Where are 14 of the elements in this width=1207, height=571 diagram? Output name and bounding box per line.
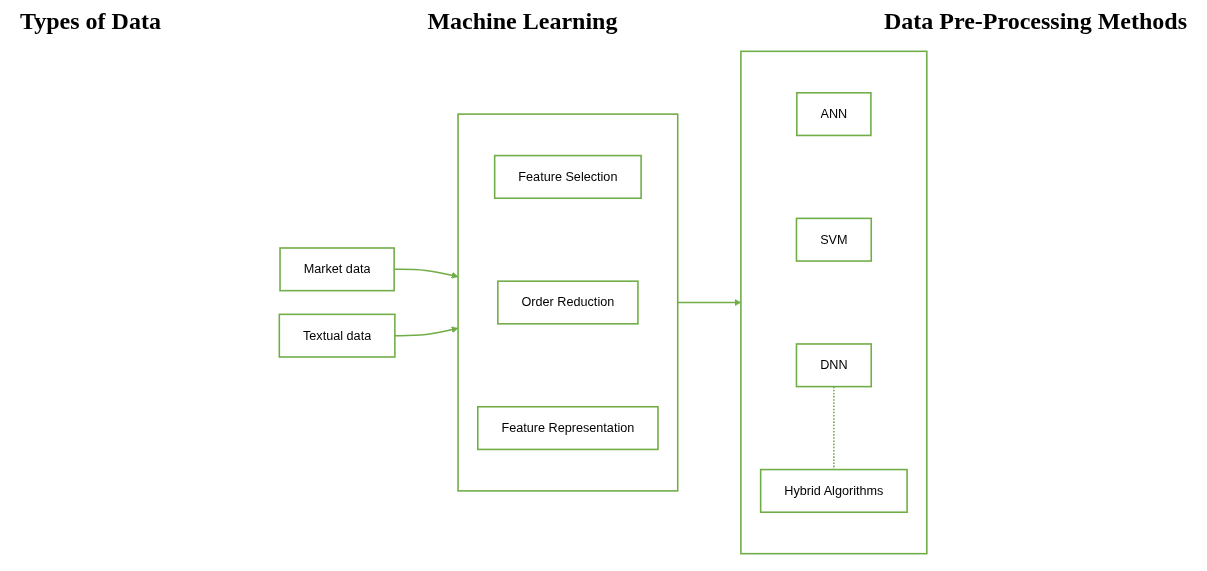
node-box: Hybrid Algorithms — [760, 468, 909, 513]
node-box: Textual data — [278, 313, 397, 358]
node-box: SVM — [796, 217, 873, 262]
column-heading: Machine Learning — [427, 8, 618, 36]
node-box: Feature Selection — [494, 154, 643, 200]
cluster — [457, 113, 679, 492]
node-box: DNN — [796, 343, 873, 388]
node-box: Market data — [279, 247, 396, 292]
node-box: Feature Representation — [477, 405, 660, 451]
column-heading: Data Pre-Processing Methods — [883, 8, 1187, 36]
column-heading: Types of Data — [20, 8, 161, 36]
cluster — [740, 50, 929, 555]
node-box: Order Reduction — [497, 280, 640, 325]
node-box: ANN — [796, 92, 873, 137]
